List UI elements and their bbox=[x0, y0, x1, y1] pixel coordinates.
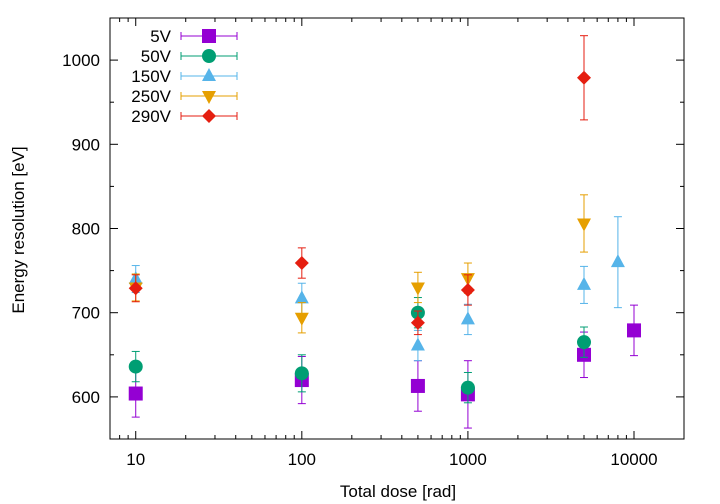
y-tick-label: 700 bbox=[72, 304, 100, 323]
x-tick-label: 10000 bbox=[610, 450, 657, 469]
y-tick-label: 600 bbox=[72, 388, 100, 407]
data-point-250v bbox=[577, 218, 592, 232]
data-point-290v bbox=[294, 256, 309, 271]
data-point-50v bbox=[460, 380, 475, 395]
legend-marker-250v bbox=[202, 91, 216, 104]
legend-marker-150v bbox=[202, 68, 216, 81]
data-point-5v bbox=[627, 323, 642, 338]
x-tick-label: 10 bbox=[126, 450, 145, 469]
legend-label-290v: 290V bbox=[131, 107, 171, 126]
data-point-50v bbox=[577, 335, 592, 350]
data-point-150v bbox=[577, 276, 592, 290]
plot-frame bbox=[109, 17, 685, 440]
x-tick-label: 100 bbox=[288, 450, 316, 469]
legend-label-250v: 250V bbox=[131, 87, 171, 106]
data-point-290v bbox=[577, 70, 592, 85]
legend-marker-50v bbox=[202, 49, 216, 63]
x-axis-label: Total dose [rad] bbox=[340, 482, 456, 501]
y-tick-label: 900 bbox=[72, 135, 100, 154]
legend-label-150v: 150V bbox=[131, 67, 171, 86]
data-point-150v bbox=[294, 290, 309, 304]
plot-area bbox=[128, 35, 642, 429]
data-point-50v bbox=[128, 359, 143, 374]
y-tick-label: 800 bbox=[72, 220, 100, 239]
legend-label-5v: 5V bbox=[150, 27, 171, 46]
data-point-250v bbox=[294, 312, 309, 326]
data-point-5v bbox=[410, 378, 425, 393]
data-point-290v bbox=[128, 281, 143, 296]
data-point-50v bbox=[294, 366, 309, 381]
data-point-150v bbox=[410, 337, 425, 351]
data-point-290v bbox=[410, 315, 425, 330]
y-tick-label: 1000 bbox=[62, 51, 100, 70]
y-axis-label: Energy resolution [eV] bbox=[9, 146, 28, 313]
legend-marker-5v bbox=[202, 29, 216, 43]
data-point-250v bbox=[410, 282, 425, 296]
legend-marker-290v bbox=[202, 109, 216, 123]
axes: 600 700 800 900 1000 10 100 1000 10000 bbox=[62, 17, 685, 469]
data-point-5v bbox=[128, 386, 143, 401]
data-point-150v bbox=[610, 254, 625, 268]
data-point-290v bbox=[460, 282, 475, 297]
data-point-150v bbox=[460, 311, 475, 325]
legend-label-50v: 50V bbox=[141, 47, 172, 66]
x-tick-label: 1000 bbox=[449, 450, 487, 469]
